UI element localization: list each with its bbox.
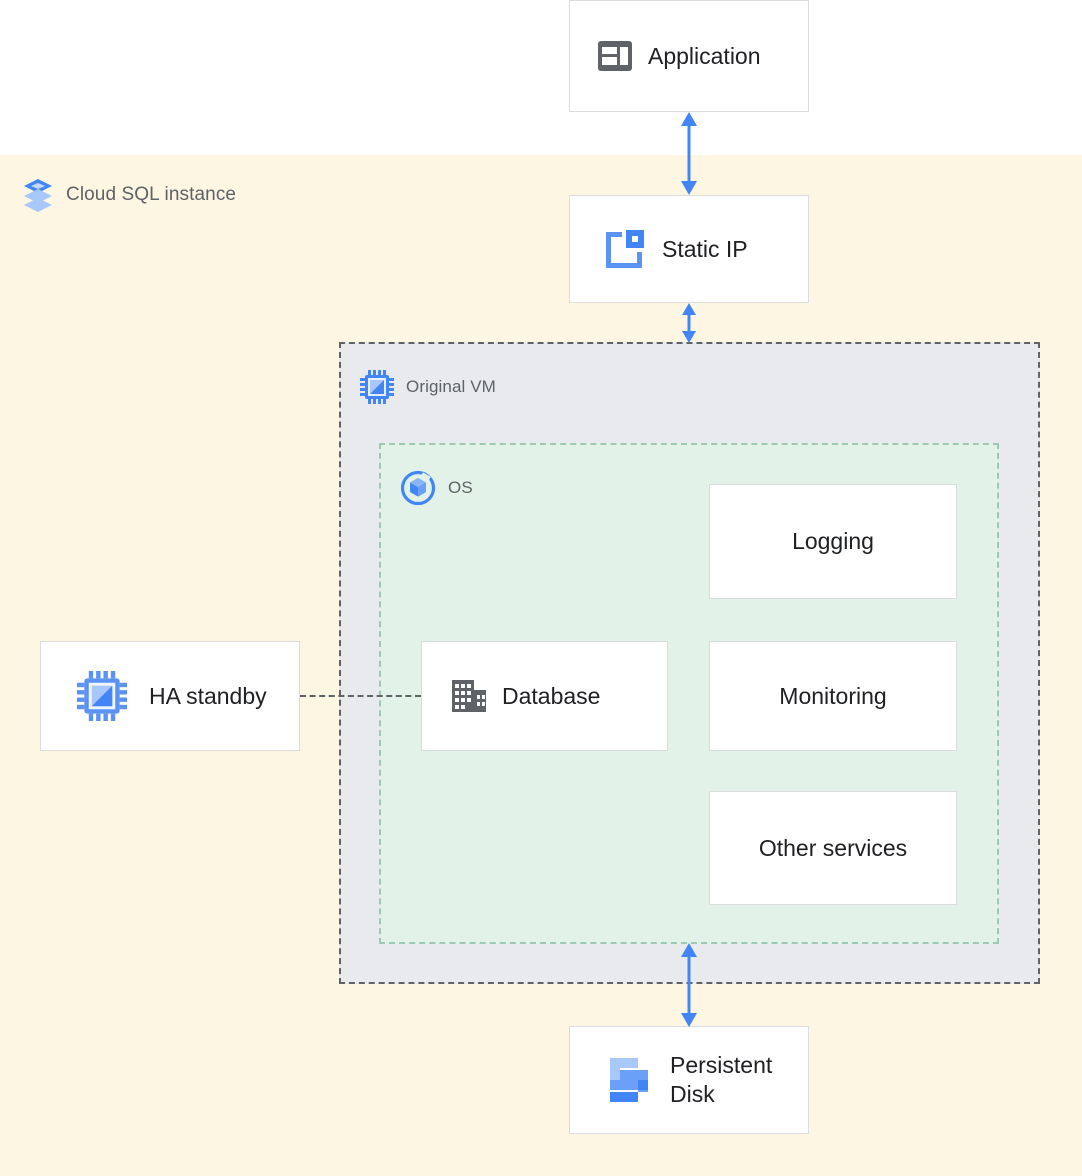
cloud-sql-instance-label: Cloud SQL instance bbox=[66, 184, 237, 205]
os-cube-icon bbox=[400, 470, 436, 506]
os-label: OS bbox=[448, 478, 473, 497]
compute-chip-icon bbox=[360, 370, 394, 404]
application-window-icon bbox=[598, 41, 632, 71]
connector-ha-standby-to-database bbox=[300, 695, 421, 697]
node-application[interactable]: Application bbox=[569, 0, 809, 112]
node-monitoring[interactable]: Monitoring bbox=[709, 641, 957, 751]
database-label: Database bbox=[502, 682, 601, 709]
original-vm-label: Original VM bbox=[406, 377, 496, 396]
original-vm-label-group: Original VM bbox=[360, 370, 496, 404]
logging-label: Logging bbox=[792, 528, 874, 555]
compute-chip-icon bbox=[77, 671, 127, 721]
connector-original-vm-to-persistent-disk bbox=[669, 943, 709, 1027]
monitoring-label: Monitoring bbox=[779, 682, 887, 709]
node-ha-standby[interactable]: HA standby bbox=[40, 641, 300, 751]
application-label: Application bbox=[648, 42, 761, 69]
static-ip-label: Static IP bbox=[662, 235, 748, 262]
connector-application-to-static-ip bbox=[669, 112, 709, 195]
database-building-icon bbox=[450, 678, 488, 714]
other-services-label: Other services bbox=[758, 834, 908, 861]
node-database[interactable]: Database bbox=[421, 641, 668, 751]
node-static-ip[interactable]: Static IP bbox=[569, 195, 809, 303]
node-persistent-disk[interactable]: Persistent Disk bbox=[569, 1026, 809, 1134]
os-label-group: OS bbox=[400, 470, 473, 506]
persistent-disk-label: Persistent Disk bbox=[670, 1052, 773, 1107]
cloud-sql-icon bbox=[22, 178, 54, 212]
connector-static-ip-to-original-vm bbox=[669, 303, 709, 343]
node-logging[interactable]: Logging bbox=[709, 484, 957, 599]
ha-standby-label: HA standby bbox=[149, 682, 267, 709]
static-ip-icon bbox=[602, 226, 648, 272]
node-other-services[interactable]: Other services bbox=[709, 791, 957, 905]
cloud-sql-instance-label-group: Cloud SQL instance bbox=[22, 178, 236, 212]
persistent-disk-icon bbox=[608, 1056, 650, 1104]
